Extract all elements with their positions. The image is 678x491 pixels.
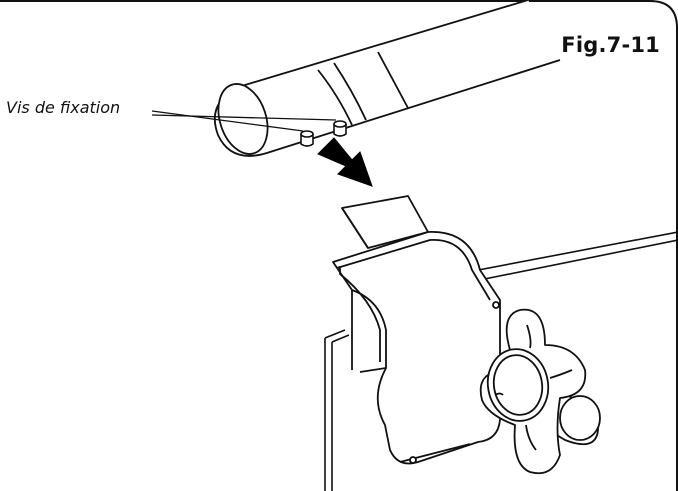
fixing-screws [300, 120, 347, 147]
clamp-bracket [332, 195, 501, 465]
callout-fixing-screws: Vis de fixation [6, 98, 121, 117]
down-right-arrow-icon [317, 137, 373, 187]
leader-lines [151, 110, 337, 132]
figure-number: Fig.7-11 [561, 33, 660, 57]
screw-left [300, 130, 314, 147]
tube-rod [213, 0, 561, 157]
screw-right [333, 120, 347, 137]
star-knob [479, 308, 601, 475]
